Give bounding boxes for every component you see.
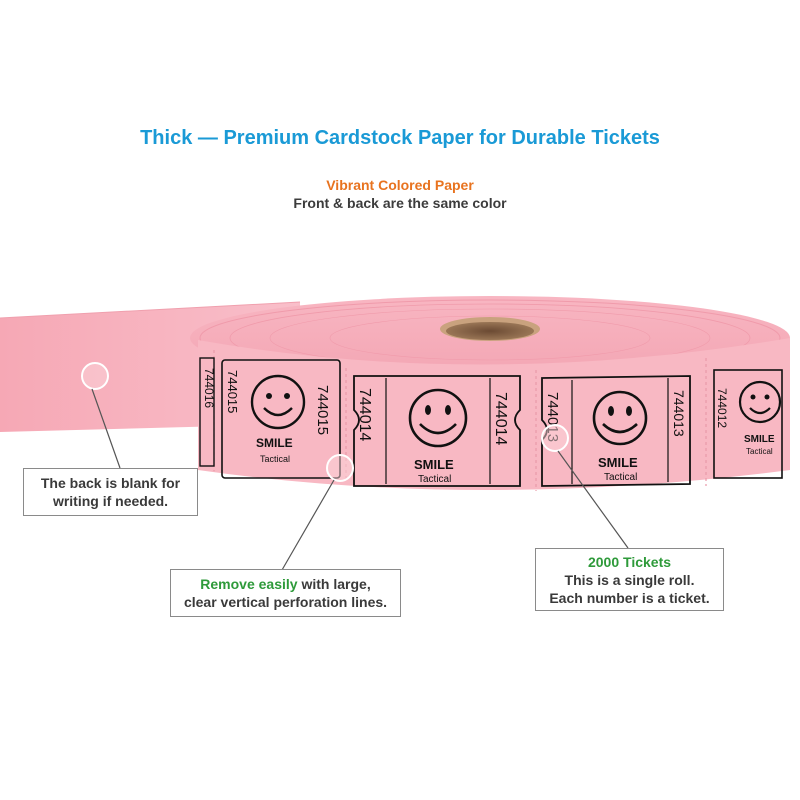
ticket-brand: Tactical: [604, 472, 637, 483]
ticket-number: 744012: [715, 388, 729, 428]
number-marker-circle: [541, 424, 569, 452]
smiley-icon: [738, 380, 782, 424]
smiley-icon: [250, 374, 306, 430]
callout-back-blank: The back is blank for writing if needed.: [23, 468, 198, 516]
smiley-icon: [592, 390, 648, 446]
ticket-label: SMILE: [414, 457, 454, 472]
ticket-744012: [713, 369, 783, 479]
ticket-label: SMILE: [744, 434, 775, 445]
ticket-label: SMILE: [598, 455, 638, 470]
ticket-number: 744014: [492, 392, 509, 445]
callout-tickets-line2: Each number is a ticket.: [549, 590, 710, 606]
callout-remove-line2: clear vertical perforation lines.: [183, 594, 388, 610]
ticket-brand: Tactical: [746, 447, 773, 456]
vibrant-paper-heading: Vibrant Colored Paper: [326, 177, 474, 193]
ticket-744014: [353, 375, 521, 487]
perforation-marker-circle: [326, 454, 354, 482]
same-color-note: Front & back are the same color: [293, 195, 507, 211]
ticket-brand: Tactical: [418, 474, 451, 485]
callout-back-line2: writing if needed.: [52, 493, 169, 509]
ticket-number: 744016: [202, 368, 216, 408]
callout-remove-line1-rest: with large,: [297, 576, 371, 592]
smiley-icon: [408, 388, 468, 448]
ticket-number: 744015: [225, 370, 240, 413]
ticket-744015: [221, 359, 341, 479]
headline: Thick — Premium Cardstock Paper for Dura…: [140, 127, 660, 149]
callout-tickets-line1: This is a single roll.: [564, 572, 695, 588]
callout-tickets-highlight: 2000 Tickets: [587, 554, 672, 570]
ticket-number: 744014: [356, 388, 373, 441]
leader-line-tickets: [557, 450, 629, 549]
ticket-brand: Tactical: [260, 454, 290, 464]
leader-line-back: [91, 388, 121, 469]
callout-tickets: 2000 Tickets This is a single roll. Each…: [535, 548, 724, 611]
callout-back-line1: The back is blank for: [40, 475, 181, 491]
ticket-label: SMILE: [256, 436, 293, 450]
ticket-number: 744015: [314, 385, 331, 435]
callout-remove-highlight: Remove easily: [200, 576, 298, 592]
callout-remove-easily: Remove easily with large, clear vertical…: [170, 569, 401, 617]
leader-line-perforation: [281, 479, 335, 571]
ticket-744016: [199, 357, 215, 467]
back-marker-circle: [81, 362, 109, 390]
ticket-number: 744013: [671, 390, 687, 437]
